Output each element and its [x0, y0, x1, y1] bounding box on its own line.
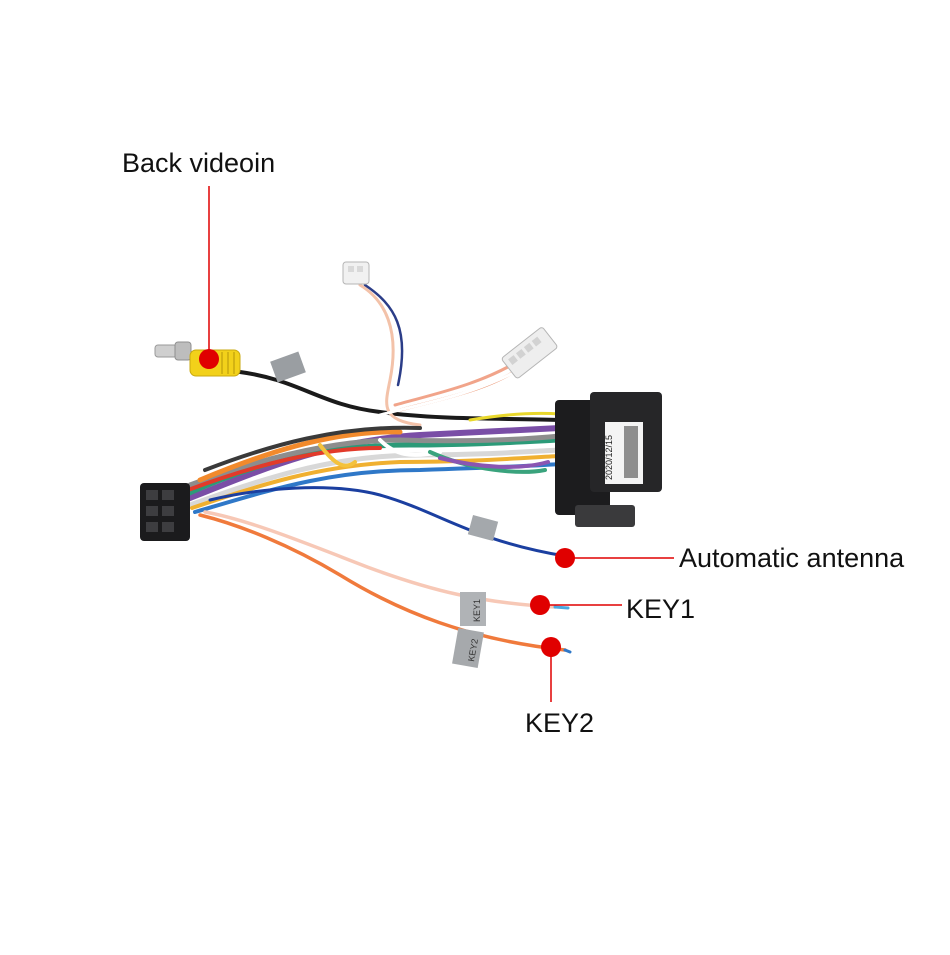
wire-bundle — [182, 283, 572, 654]
antenna-marker — [555, 548, 575, 568]
white-multi-connector — [501, 327, 558, 379]
key1-label: KEY1 — [626, 594, 696, 624]
vehicle-connector: 2020/12/15 — [555, 392, 662, 527]
callouts — [199, 186, 674, 702]
box-date-label: 2020/12/15 — [604, 435, 614, 480]
iso-connector — [140, 483, 190, 541]
back-video-label: Back videoin — [122, 148, 276, 178]
small-white-connector — [342, 261, 370, 285]
cable-tag — [270, 351, 306, 383]
key2-tag: KEY2 — [452, 628, 484, 668]
back-video-marker — [199, 349, 219, 369]
key1-tag-text: KEY1 — [472, 599, 482, 622]
key2-label: KEY2 — [525, 708, 595, 738]
key1-tag: KEY1 — [460, 592, 486, 626]
antenna-tag — [467, 514, 499, 542]
automatic-antenna-label: Automatic antenna — [679, 543, 905, 573]
key2-tag-text: KEY2 — [466, 638, 480, 662]
key2-marker — [541, 637, 561, 657]
key1-marker — [530, 595, 550, 615]
rca-connector — [154, 341, 241, 377]
